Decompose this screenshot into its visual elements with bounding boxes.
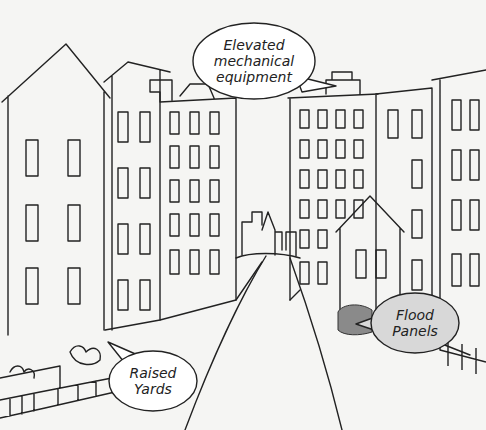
sidewalk-lines [105,262,470,355]
far-right-windows [388,100,479,290]
callout-text: Elevated mechanical equipment [208,37,300,85]
right-fence [440,340,486,374]
callout-bubble: Raised Yards [108,350,198,412]
tall-building-windows [170,112,219,274]
callout-text: Raised Yards [122,365,184,397]
middle-left-windows [118,112,150,310]
bubble-ellipse [193,23,315,99]
callout-bubble: Flood Panels [370,292,460,354]
left-house [2,44,110,335]
callout-text: Flood Panels [384,307,446,339]
raised-yard-shrubs [10,346,100,378]
tall-building [150,80,236,300]
callout-bubble: Elevated mechanical equipment [192,22,316,100]
bubble-ellipse [371,293,459,353]
buildings [0,44,486,430]
right-building-windows [300,110,363,284]
left-house-windows [26,140,80,304]
raised-yard-wall [0,366,115,418]
bubble-ellipse [109,351,197,411]
road-edges [185,254,342,430]
distant-buildings [242,212,296,256]
